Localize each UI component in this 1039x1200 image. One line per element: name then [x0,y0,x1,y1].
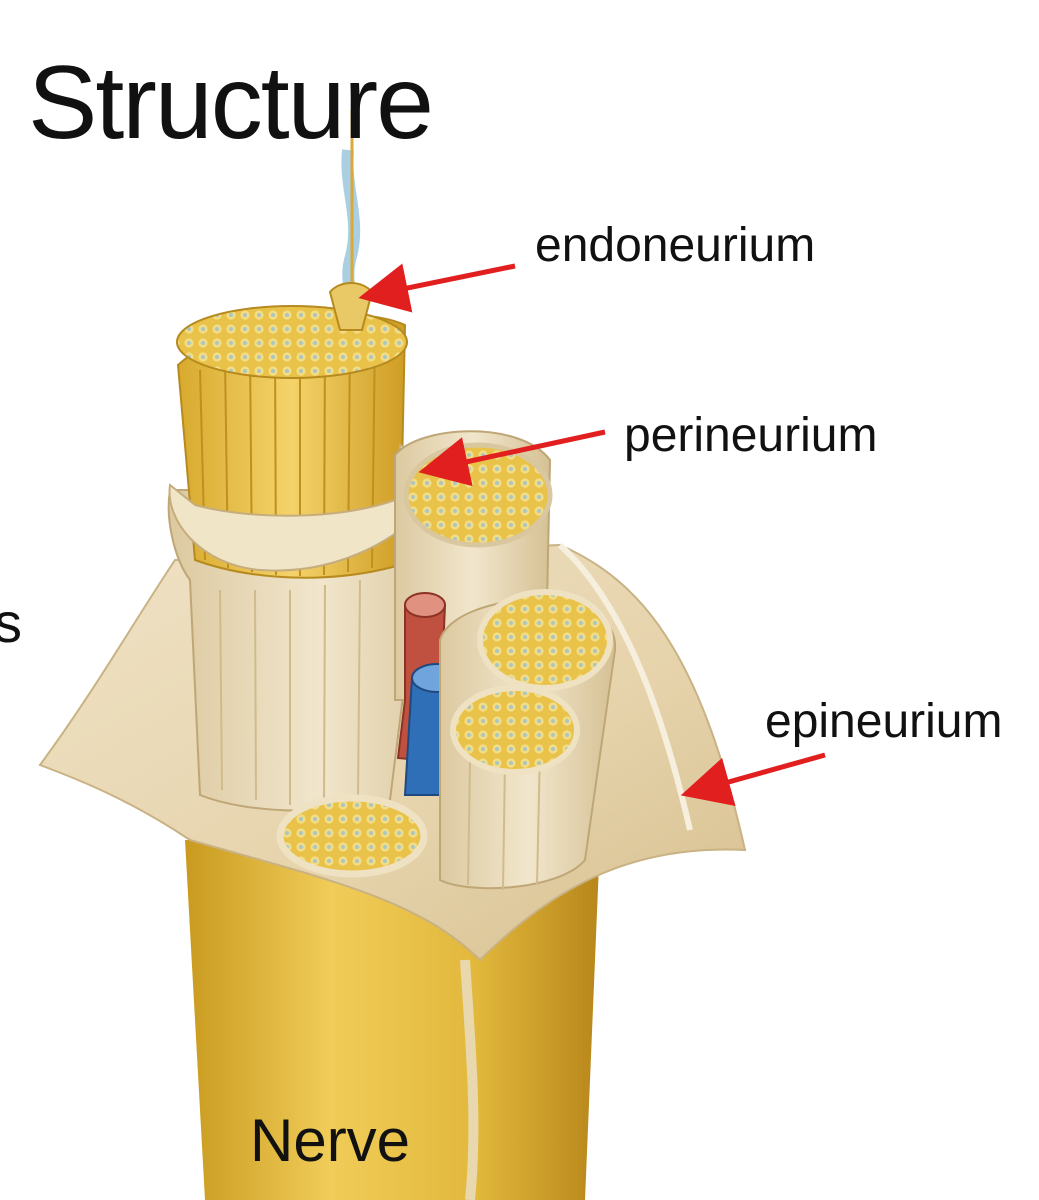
fiber-bundle-cross-section [176,305,408,379]
cut-off-text: s [0,591,22,654]
fascicle-large-striations [219,579,361,806]
epineurium-fold [557,542,693,831]
endoneurium-arrow [358,263,516,313]
fascicle-front-right-cross-section-lower [450,685,580,775]
page-title: Structure [28,45,434,161]
nerve-label: Nerve [250,1107,411,1174]
fascicle-front-right-striations [467,749,541,891]
epineurium-label: epineurium [765,695,1003,748]
perineurium-arrow [418,429,606,487]
fascicle-small-front [276,794,428,878]
epineurium-arrow [680,752,826,806]
fascicle-front-right-cross-section-upper [477,589,613,691]
endoneurium-label: endoneurium [535,219,816,272]
perineurium-label: perineurium [624,409,878,462]
artery-opening [404,592,446,618]
nerve-trunk-seam [460,959,479,1200]
